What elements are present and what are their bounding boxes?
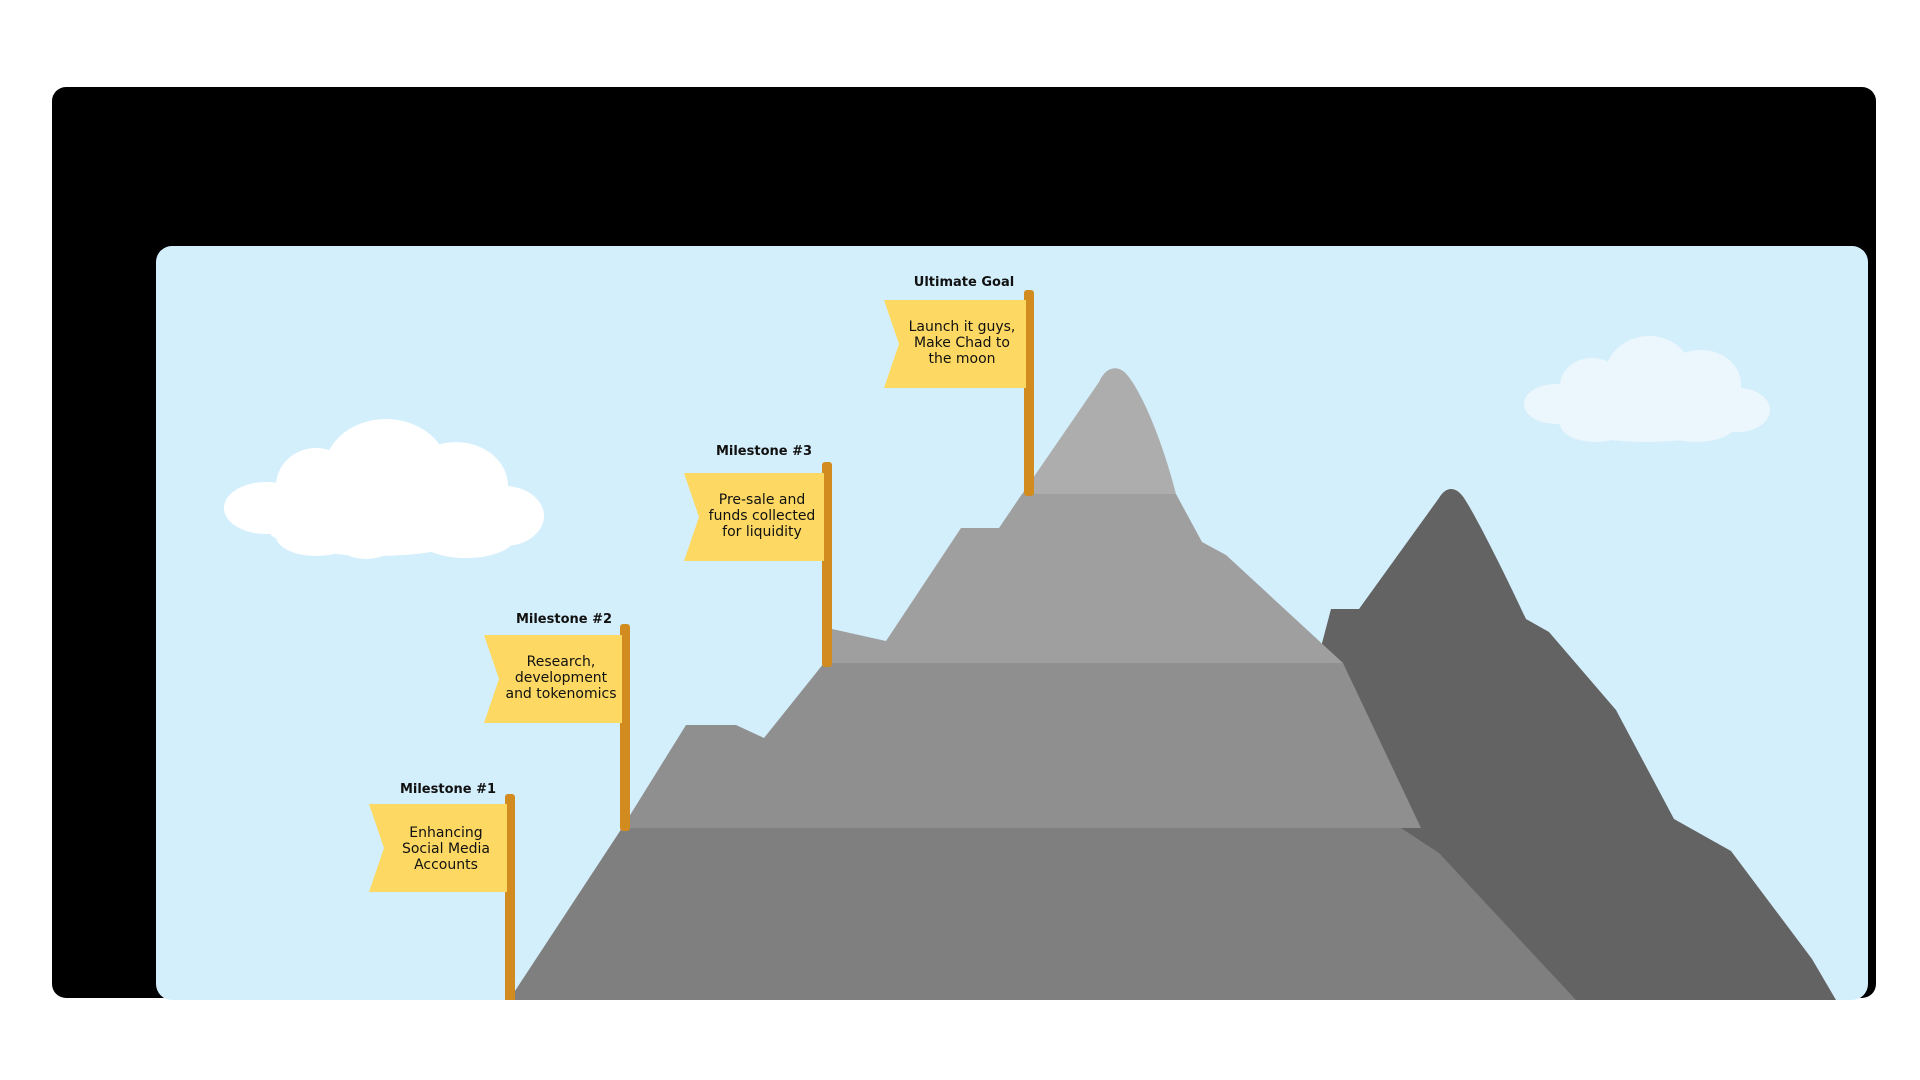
- black-frame: Milestone #1 Enhancing Social Media Acco…: [52, 87, 1876, 1000]
- flag-3: [684, 473, 824, 561]
- flag-4: [884, 300, 1026, 388]
- cloud-left: [224, 419, 544, 559]
- mountain-tier-1: [509, 828, 1576, 1000]
- flag-poles: [505, 290, 1034, 1000]
- milestone-1-heading: Milestone #1: [399, 782, 497, 797]
- mountain-tier-2: [622, 663, 1421, 828]
- flag-banners: [369, 300, 1026, 892]
- milestone-1-text: Enhancing Social Media Accounts: [401, 825, 490, 873]
- mountain-peak: [1022, 368, 1176, 494]
- milestone-2-text: Research, development and tokenomics: [505, 654, 617, 702]
- mountain-illustration: [224, 290, 1836, 1000]
- pole-4: [1024, 290, 1034, 496]
- flag-1: [369, 804, 507, 892]
- ultimate-goal-text: Launch it guys, Make Chad to the moon: [908, 319, 1016, 367]
- milestone-3-heading: Milestone #3: [715, 444, 813, 459]
- ultimate-goal-heading: Ultimate Goal: [913, 275, 1015, 290]
- milestone-3-text: Pre-sale and funds collected for liquidi…: [708, 492, 816, 540]
- pole-1: [505, 794, 515, 1000]
- flag-2: [484, 635, 622, 723]
- milestone-2-heading: Milestone #2: [515, 612, 613, 627]
- sky-scene: Milestone #1 Enhancing Social Media Acco…: [156, 246, 1868, 1000]
- pole-3: [822, 462, 832, 667]
- mountain-tier-3: [824, 494, 1343, 663]
- cloud-right: [1524, 336, 1770, 442]
- pole-2: [620, 624, 630, 831]
